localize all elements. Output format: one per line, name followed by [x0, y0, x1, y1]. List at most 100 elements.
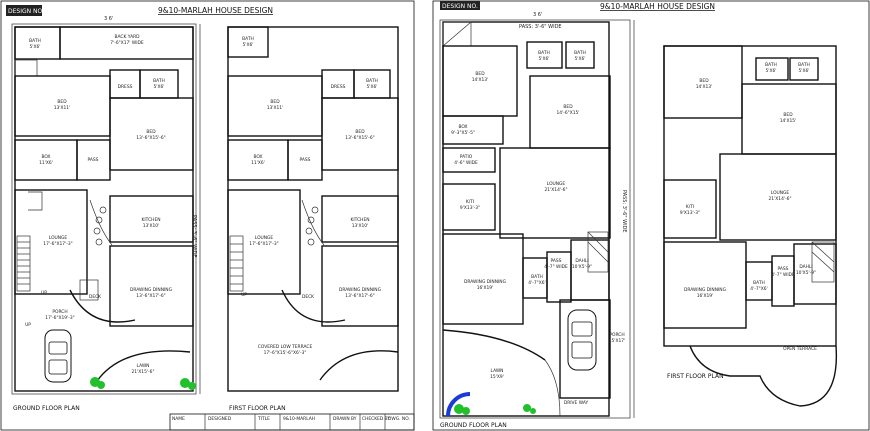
room-drawing-dinning [442, 233, 524, 325]
svg-text:CHECKED BY: CHECKED BY [362, 416, 390, 422]
open-terrace-outline [689, 345, 838, 407]
svg-text:9&10-MARLAH: 9&10-MARLAH [283, 416, 315, 422]
room-label-dress: DRESS [331, 84, 346, 90]
left-sheet: DESIGN NO. 6 9&10-MARLAH HOUSE DESIGN 3 … [0, 0, 415, 431]
room-pass [771, 255, 795, 307]
room-dress [109, 69, 141, 99]
room-dahli [793, 243, 837, 305]
room-label-pass: PASS [88, 157, 99, 163]
deck-arc [281, 289, 346, 323]
left-sheet-border [0, 0, 415, 431]
ground-floor-caption: GROUND FLOOR PLAN [440, 422, 507, 429]
room-drawing-dinning [663, 241, 747, 329]
room-bed-2 [109, 97, 194, 171]
plot-boundary [11, 23, 197, 395]
room-bath-2 [565, 41, 595, 69]
title-block: NAME DESIGNED TITLE 9&10-MARLAH DRAWN BY… [169, 413, 415, 431]
terrace-curve [319, 350, 399, 381]
outer-walls [663, 45, 837, 347]
room-backyard [59, 26, 194, 60]
room-drawing-dinning [109, 245, 194, 327]
room-dahli [570, 239, 610, 301]
drawing-title: 9&10-MARLAH HOUSE DESIGN [158, 6, 273, 15]
staircase [16, 235, 31, 292]
column [307, 216, 315, 224]
first-floor-caption: FIRST FLOOR PLAN [667, 373, 724, 380]
room-box [14, 139, 78, 181]
room-bath [755, 57, 789, 81]
room-lounge [719, 153, 837, 241]
room-drawing-dinning [321, 245, 399, 327]
lawn-curve [442, 329, 546, 361]
staircase [229, 235, 244, 292]
room-pass [287, 139, 323, 181]
room-lounge [499, 147, 611, 239]
tree-icon [90, 377, 196, 390]
svg-text:DWG. NO.: DWG. NO. [388, 416, 410, 422]
staircase [587, 231, 609, 273]
column [305, 227, 313, 235]
right-sheet: DESIGN NO. 7 9&10-MARLAH HOUSE DESIGN 3 … [432, 0, 870, 431]
room-bed-2 [321, 97, 399, 171]
room-bath-2 [353, 69, 391, 99]
svg-text:DESIGNED: DESIGNED [208, 416, 232, 422]
design-tag-box [6, 5, 42, 16]
ground-floor-caption: GROUND FLOOR PLAN [13, 405, 80, 412]
column [95, 238, 103, 246]
deck [79, 279, 99, 301]
lawn-curve [94, 350, 191, 385]
room-bath [526, 41, 563, 69]
room-kitchen [109, 195, 194, 243]
room-pass [76, 139, 111, 181]
design-tag: DESIGN NO. 7 [442, 3, 484, 10]
top-dimension: 3 6' [533, 12, 542, 18]
water-feature [446, 392, 471, 417]
curved-wall [89, 199, 113, 246]
room-bed [663, 45, 743, 119]
porch-area [559, 299, 611, 399]
room-lounge [227, 189, 301, 295]
tree-icon [454, 404, 536, 415]
stair-landing [28, 191, 43, 211]
first-floor-caption: FIRST FLOOR PLAN [229, 405, 286, 412]
pass-dimension: PASS: 3'-6" WIDE [621, 190, 627, 233]
top-dimension: 3 6' [104, 16, 113, 22]
deck-arc [69, 289, 136, 323]
svg-text:TITLE: TITLE [257, 416, 270, 422]
room-dress [321, 69, 355, 99]
column [99, 206, 107, 214]
design-tag: DESIGN NO. 6 [8, 8, 50, 15]
room-box [227, 139, 289, 181]
